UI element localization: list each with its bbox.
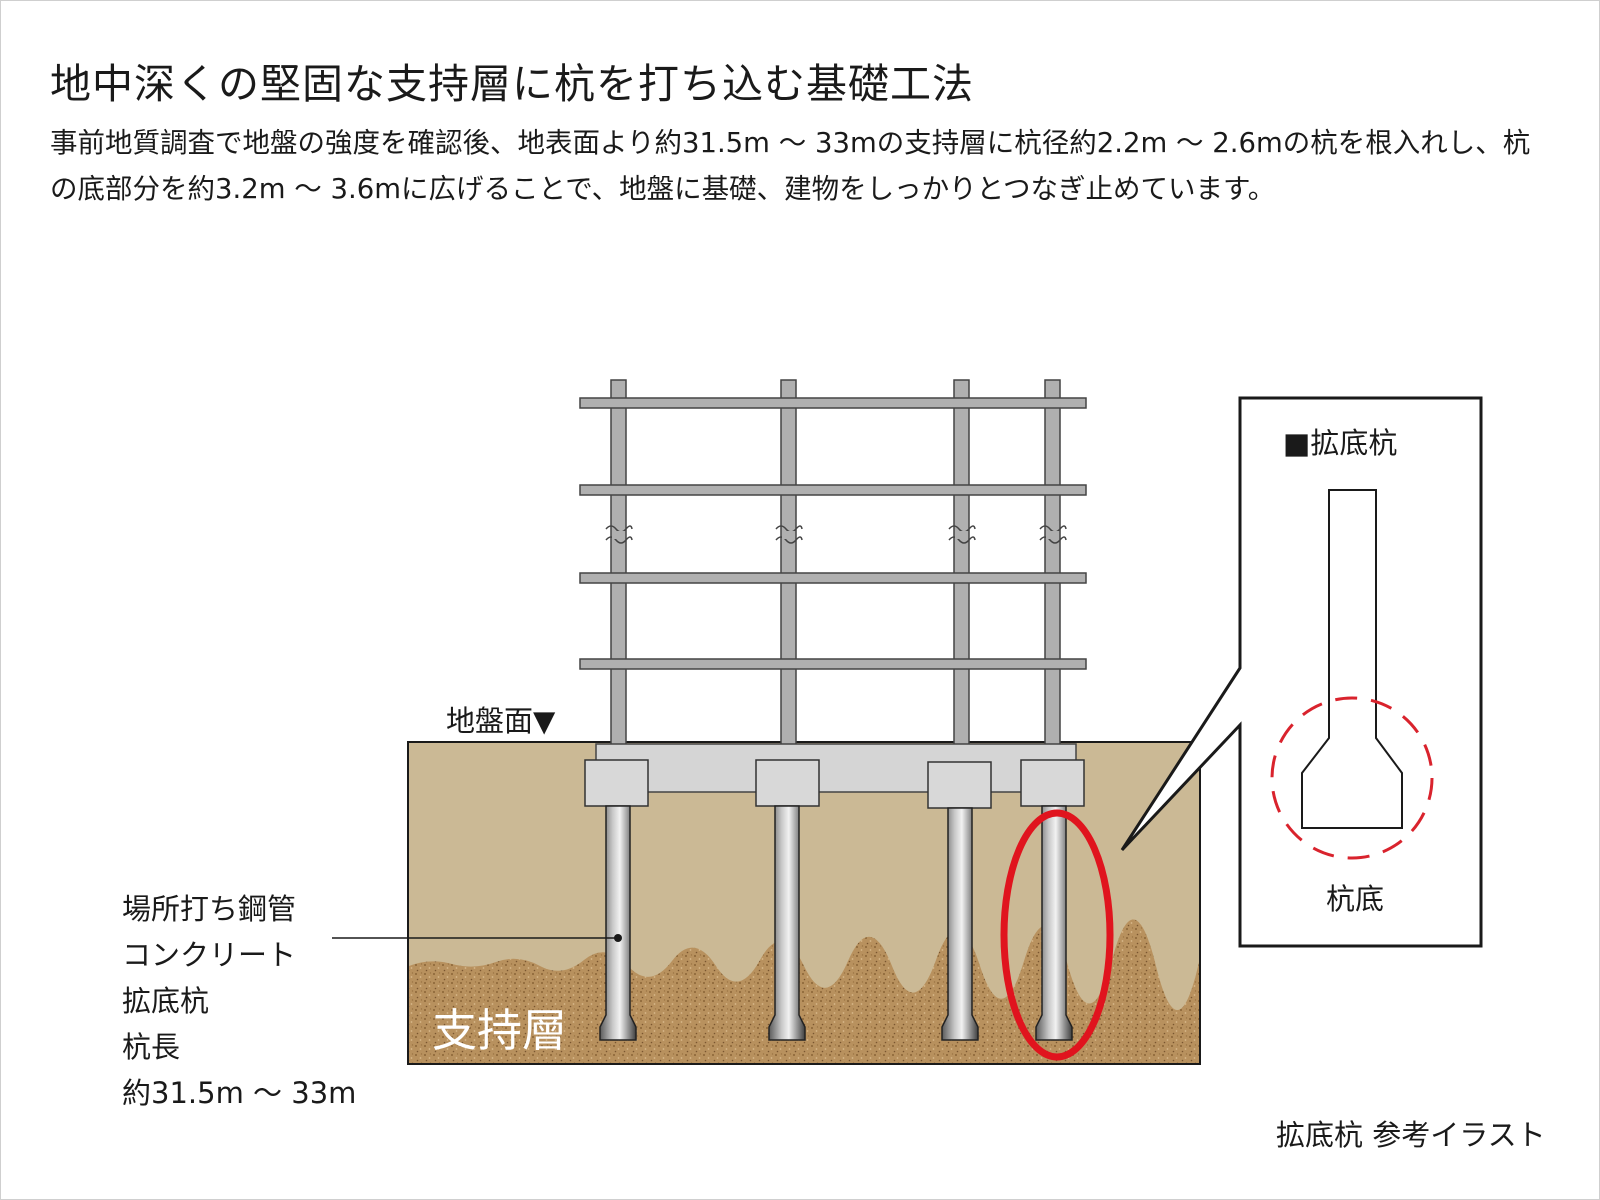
pile	[599, 805, 637, 1041]
frame-beam	[579, 484, 1087, 496]
pile-cap	[584, 759, 649, 807]
pile-callout-line: コンクリート	[122, 938, 297, 972]
pile-callout-line: 拡底杭	[122, 984, 210, 1018]
pile-cap	[927, 761, 992, 809]
frame-column	[1044, 379, 1061, 746]
pile-callout-line: 場所打ち鋼管	[122, 892, 297, 926]
pile-caps	[584, 759, 1085, 809]
piles	[599, 805, 1073, 1041]
frame-beam	[579, 658, 1087, 670]
detail-pile-outline	[1301, 489, 1403, 829]
pile-callout-label: 場所打ち鋼管 コンクリート 拡底杭 杭長 約31.5m 〜 33m	[122, 886, 356, 1116]
pile	[941, 807, 979, 1041]
pile-leader-dot	[614, 934, 622, 942]
detail-dashed-circle	[1270, 696, 1434, 860]
frame-beam	[579, 572, 1087, 584]
pile	[1035, 805, 1073, 1041]
frame-beam	[579, 397, 1087, 409]
description-text: 事前地質調査で地盤の強度を確認後、地表面より約31.5m 〜 33mの支持層に杭…	[50, 127, 1531, 205]
frame-column	[610, 379, 627, 746]
figure-caption: 拡底杭 参考イラスト	[1276, 1118, 1546, 1152]
foundation-beam	[595, 743, 1077, 793]
pile	[768, 805, 806, 1041]
ground-surface-label: 地盤面▼	[446, 704, 556, 738]
pile-cap	[755, 759, 820, 807]
frame-column	[780, 379, 797, 746]
pile-callout-line: 杭長	[122, 1030, 181, 1064]
pile-cap	[1020, 759, 1085, 807]
bearing-layer-label: 支持層	[432, 1004, 568, 1057]
pile-callout-line: 約31.5m 〜 33m	[122, 1076, 357, 1110]
detail-bottom-label: 杭底	[1326, 882, 1385, 916]
page-title: 地中深くの堅固な支持層に杭を打ち込む基礎工法	[50, 60, 974, 108]
building-frame	[579, 379, 1087, 746]
detail-heading: ■拡底杭	[1283, 426, 1398, 460]
break-marks	[605, 525, 1067, 544]
frame-column	[953, 379, 970, 746]
highlight-ellipse	[1000, 809, 1114, 1061]
